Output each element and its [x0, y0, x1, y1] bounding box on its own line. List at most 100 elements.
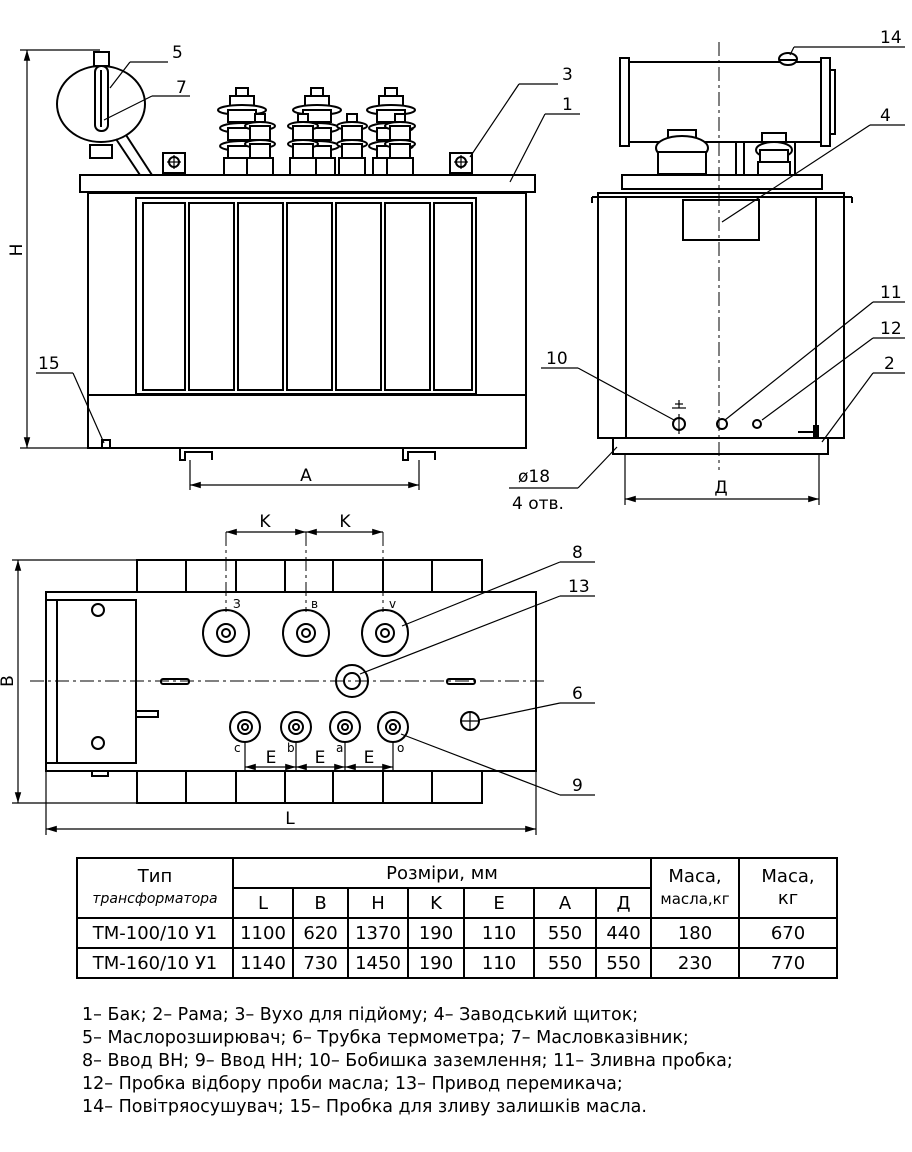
front-cover: [79, 174, 536, 193]
dimension-D: Д: [624, 454, 820, 505]
oil-mass-header-line2: масла,кг: [660, 890, 730, 908]
oil-mass-header-line1: Маса,: [668, 866, 722, 887]
cell-H: 1450: [347, 947, 409, 979]
hv-bushings-plan: [202, 609, 409, 657]
cell-H: 1370: [347, 917, 409, 949]
type-header-line1: Тип: [137, 866, 173, 887]
callout-6: 6: [572, 684, 583, 704]
radiator-tubes: [135, 197, 477, 395]
dim-E-label-3: E: [364, 748, 375, 768]
dim-H-label: H: [7, 244, 27, 257]
cell-A: 550: [533, 947, 597, 979]
specs-table: Тип трансформатора Розміри, мм Маса, мас…: [76, 857, 838, 979]
callout-3: 3: [562, 65, 573, 85]
legend-line: 5– Маслорозширювач; 6– Трубка термометра…: [82, 1028, 689, 1048]
callout-5: 5: [172, 43, 183, 63]
conservator-base: [89, 144, 113, 159]
callout-13: 13: [568, 577, 590, 597]
terminal-hv-3: v: [389, 597, 396, 611]
terminal-lv-2: b: [287, 741, 295, 755]
callout-15: 15: [38, 354, 60, 374]
col-header-H: H: [347, 887, 409, 919]
table-row: ТМ-160/10 У1 1140 730 1450 190 110 550 5…: [76, 947, 838, 979]
col-header-D: Д: [595, 887, 652, 919]
dim-K-label-2: K: [339, 512, 351, 532]
dimension-L: L: [45, 771, 537, 835]
transformer-drawing: H A 5 7 3 1 15: [0, 28, 905, 835]
base-bolt: [798, 425, 819, 437]
rating-plate-4: [682, 199, 760, 241]
cell-L: 1140: [232, 947, 294, 979]
switch-drive-13: [335, 664, 369, 698]
type-header: Тип трансформатора: [76, 857, 234, 919]
terminal-lv-1: c: [234, 741, 241, 755]
legend-line: 12– Пробка відбору проби масла; 13– Прив…: [82, 1074, 623, 1094]
cell-D: 550: [595, 947, 652, 979]
cell-mass: 770: [738, 947, 838, 979]
mass-header: Маса, кг: [738, 857, 838, 919]
col-header-K: K: [407, 887, 465, 919]
legend-line: 14– Повітряосушувач; 15– Пробка для злив…: [82, 1097, 647, 1117]
dim-A-label: A: [300, 466, 312, 486]
hole-count-label: 4 отв.: [512, 494, 564, 514]
mass-header-line1: Маса,: [761, 866, 815, 887]
sizes-header: Розміри, мм: [232, 857, 652, 889]
dim-B-label: B: [0, 675, 18, 687]
callout-9: 9: [572, 776, 583, 796]
col-header-A: A: [533, 887, 597, 919]
front-view: H A 5 7 3 1 15: [7, 43, 580, 490]
mass-header-line2: кг: [777, 888, 799, 909]
conservator-side: [627, 61, 823, 143]
dim-D-label: Д: [714, 478, 727, 498]
callout-12: 12: [880, 319, 902, 339]
callout-4: 4: [880, 106, 891, 126]
plan-view: З в v c b a o K K: [0, 512, 595, 835]
drain-plug-11: [716, 418, 728, 430]
col-header-E: E: [463, 887, 535, 919]
cell-B: 620: [292, 917, 349, 949]
dim-E-label-1: E: [266, 748, 277, 768]
legend-line: 1– Бак; 2– Рама; 3– Вухо для підйому; 4–…: [82, 1005, 639, 1025]
col-header-L: L: [232, 887, 294, 919]
table-row: ТМ-100/10 У1 1100 620 1370 190 110 550 4…: [76, 917, 838, 949]
callout-11: 11: [880, 283, 902, 303]
sample-plug-12: [752, 419, 762, 429]
row-type: ТМ-160/10 У1: [76, 947, 234, 979]
cell-E: 110: [463, 917, 535, 949]
col-header-B: B: [292, 887, 349, 919]
terminal-lv-4: o: [397, 741, 404, 755]
side-view: Д ø18 4 отв. 14 4 11 12 2 10: [509, 28, 905, 514]
dimension-A: A: [189, 460, 420, 490]
dim-L-label: L: [285, 809, 295, 829]
dimension-E: E E E: [244, 742, 394, 772]
callout-8: 8: [572, 543, 583, 563]
lifting-eye-right: [449, 152, 473, 174]
cell-mass: 670: [738, 917, 838, 949]
dimension-K: K K: [226, 512, 383, 536]
cell-D: 440: [595, 917, 652, 949]
callout-14: 14: [880, 28, 902, 48]
ground-boss-10: [672, 400, 686, 434]
callout-10: 10: [546, 349, 568, 369]
dimension-B: B: [0, 559, 137, 804]
side-bushings: [655, 129, 796, 176]
cell-A: 550: [533, 917, 597, 949]
row-type: ТМ-100/10 У1: [76, 917, 234, 949]
callout-1: 1: [562, 95, 573, 115]
cell-L: 1100: [232, 917, 294, 949]
cell-K: 190: [407, 917, 465, 949]
drain-plug-15: [101, 439, 111, 449]
foot-left: [179, 448, 213, 461]
type-header-line2: трансформатора: [92, 891, 218, 907]
cell-B: 730: [292, 947, 349, 979]
dim-E-label-2: E: [315, 748, 326, 768]
cell-oil-mass: 230: [650, 947, 740, 979]
legend-line: 8– Ввод ВН; 9– Ввод НН; 10– Бобишка зазе…: [82, 1051, 733, 1071]
terminal-hv-1: З: [233, 597, 241, 611]
foot-right: [402, 448, 436, 461]
lifting-eye-left: [162, 152, 186, 174]
terminal-lv-3: a: [336, 741, 343, 755]
cell-E: 110: [463, 947, 535, 979]
dimension-H: H: [7, 49, 100, 449]
callout-7: 7: [176, 78, 187, 98]
